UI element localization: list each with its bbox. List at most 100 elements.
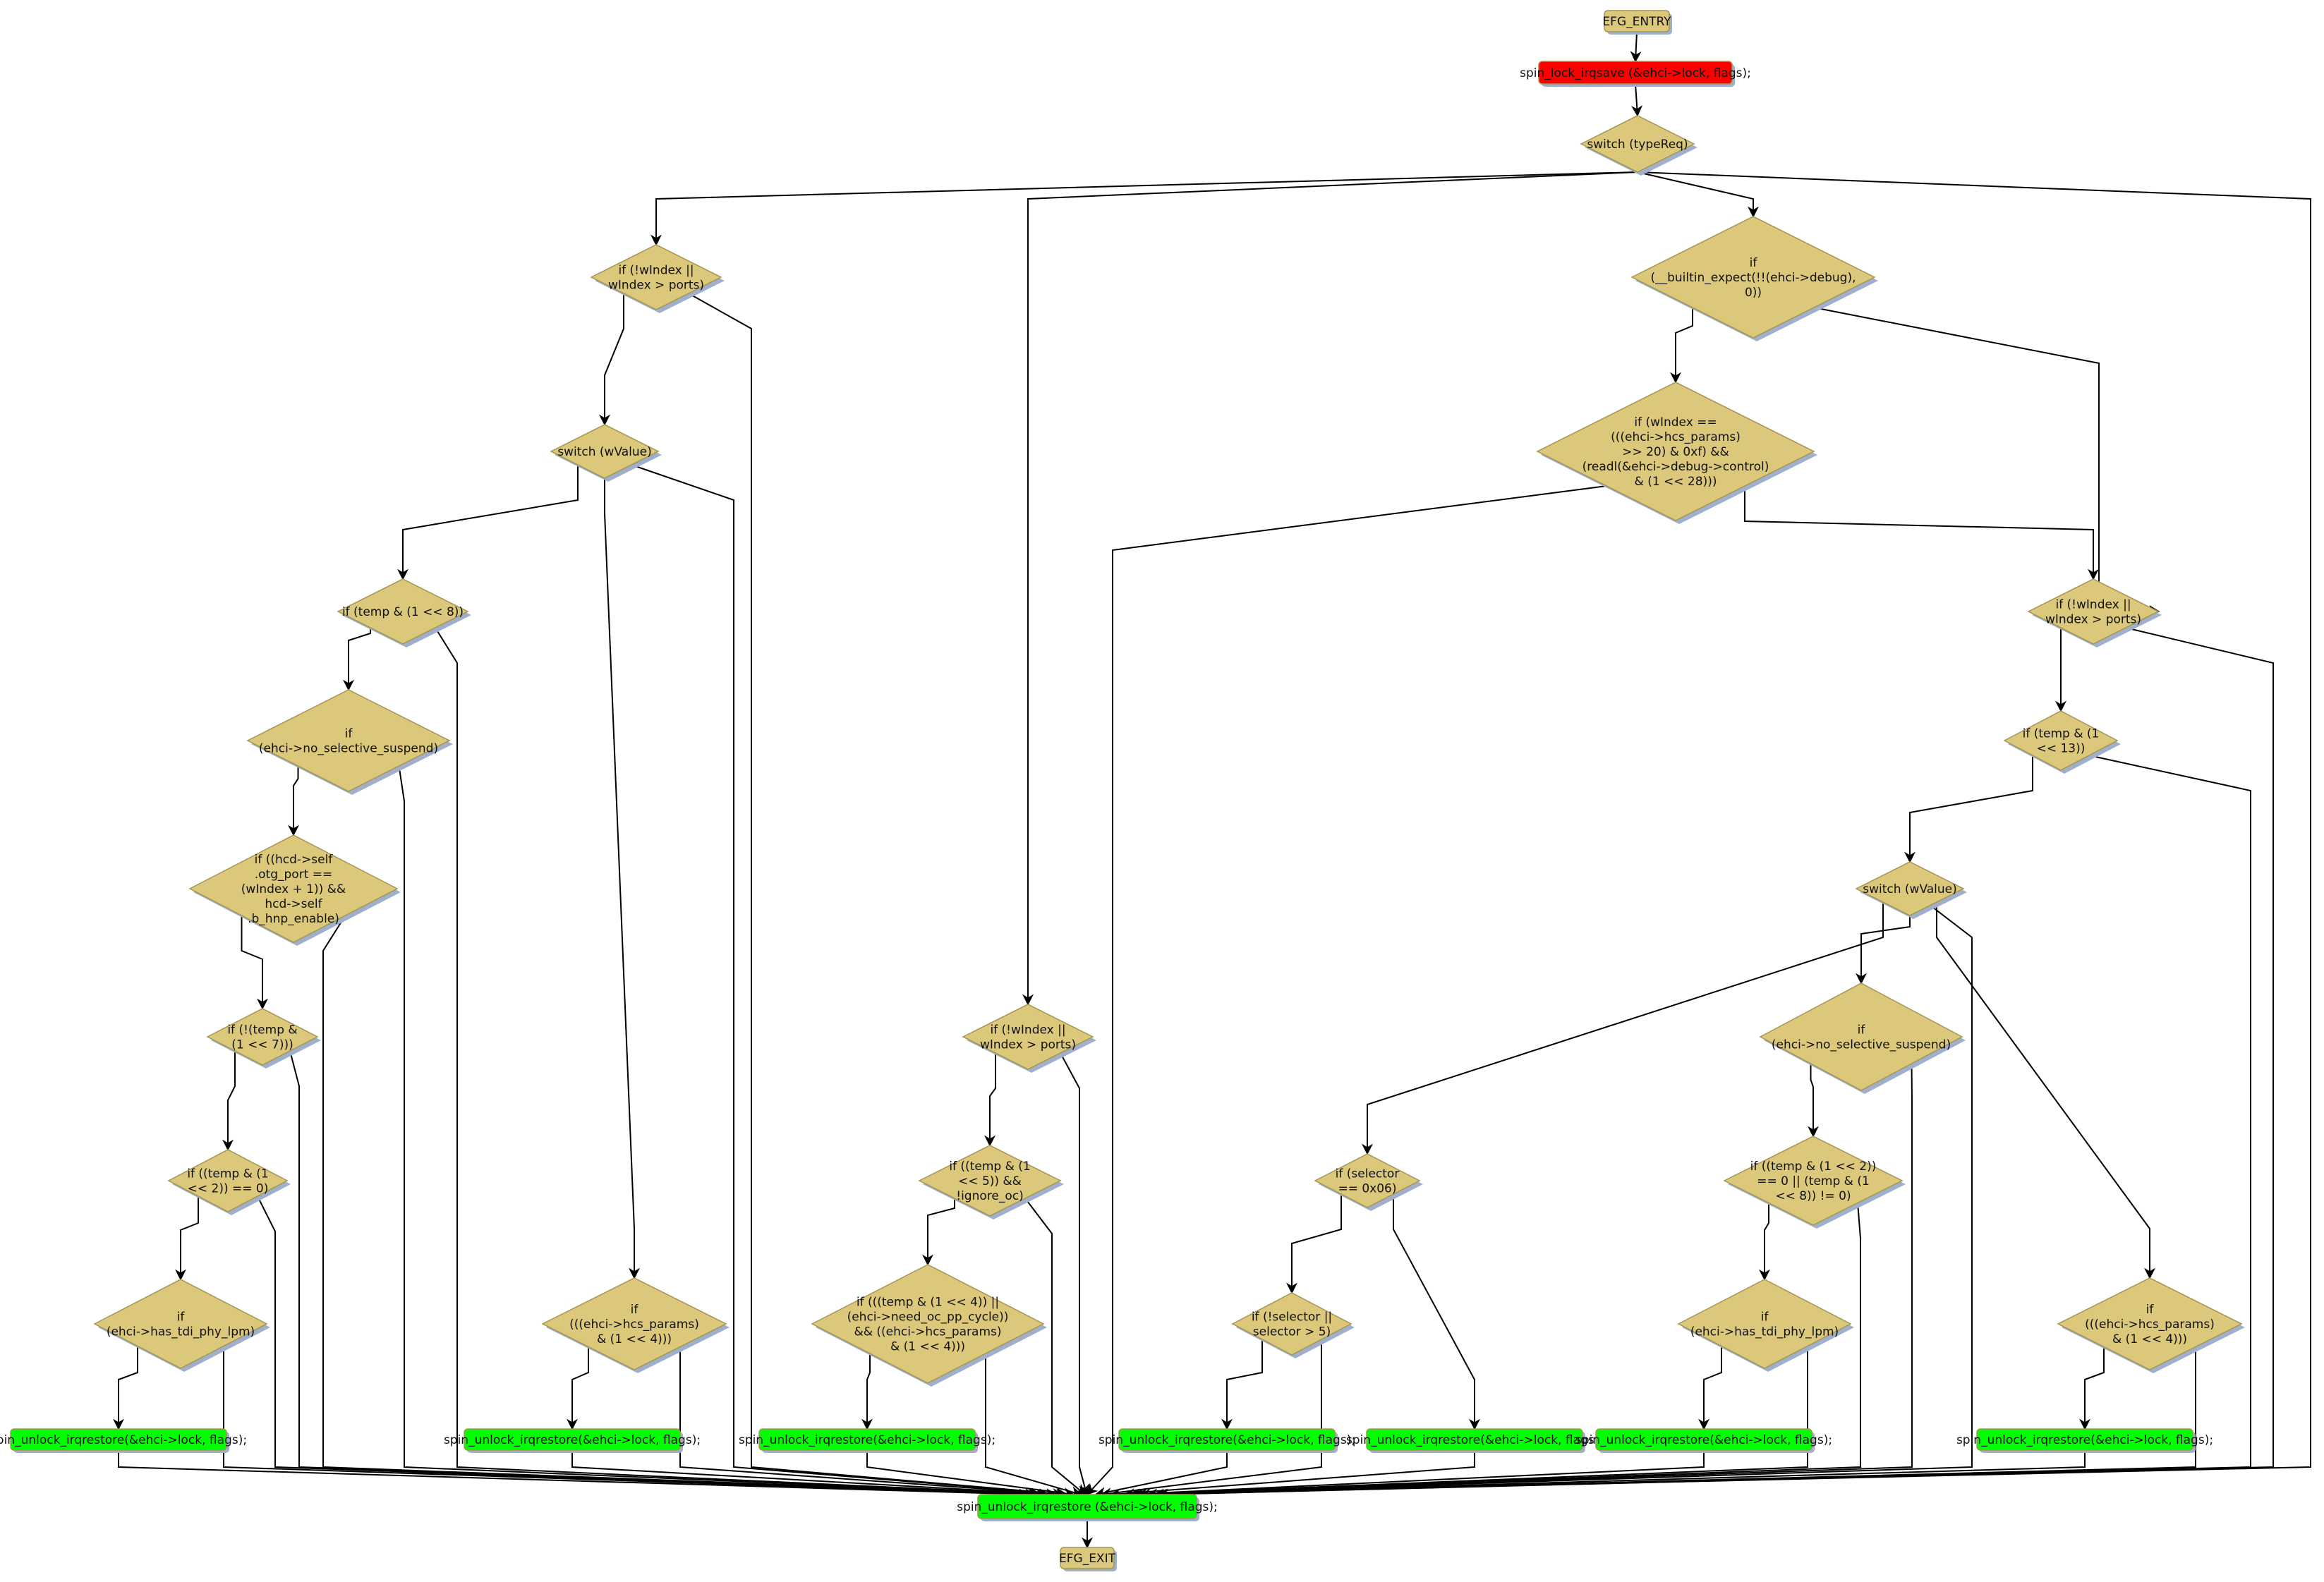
node-label-line: if (!wIndex || <box>618 264 694 278</box>
diamond-shape <box>550 424 660 479</box>
node-label-line: if <box>1858 1023 1866 1038</box>
node-label-line: if (!wIndex || <box>990 1023 1065 1038</box>
edge-d_windex_eq-to-d_wind_r <box>1744 486 2099 580</box>
decision-node-d_sel06[interactable]: if (selector== 0x06) <box>1314 1153 1423 1211</box>
node-label: spin_unlock_irqrestore(&ehci->lock, flag… <box>444 1433 701 1447</box>
statement-node-u5[interactable]: spin_unlock_irqrestore(&ehci->lock, flag… <box>1346 1428 1603 1453</box>
edge-d1-to-sw_wvalue1 <box>599 293 624 426</box>
diamond-shape <box>2027 578 2160 645</box>
edge-d_hcd-to-d_temp7 <box>241 915 268 1010</box>
node-label-line: switch (typeReq) <box>1587 138 1688 152</box>
diamond-shape <box>1759 982 1963 1091</box>
decision-node-d_hcs1[interactable]: if(((ehci->hcs_params)& (1 << 4))) <box>541 1277 730 1373</box>
statement-node-u4[interactable]: spin_unlock_irqrestore(&ehci->lock, flag… <box>1099 1428 1355 1453</box>
edge-d_tdi2-to-final <box>1129 1346 1808 1500</box>
node-label-line: if (temp & (1 << 8)) <box>342 605 464 619</box>
decision-node-d_windex_eq[interactable]: if (wIndex ==(((ehci->hcs_params)>> 20) … <box>1536 382 1817 524</box>
node-label-line: << 13)) <box>2037 742 2086 756</box>
decision-node-d_nosel1[interactable]: if(ehci->no_selective_suspend) <box>246 689 453 795</box>
decision-node-d_temp8[interactable]: if (temp & (1 << 8)) <box>337 578 471 647</box>
decision-node-d_temp5[interactable]: if ((temp & (1<< 5)) &&!ignore_oc) <box>918 1145 1064 1219</box>
decision-node-d_temp2[interactable]: if ((temp & (1<< 2)) == 0) <box>167 1149 291 1215</box>
statement-node-u6[interactable]: spin_unlock_irqrestore(&ehci->lock, flag… <box>1575 1428 1832 1453</box>
edge-lock-to-sw_type <box>1631 83 1643 117</box>
box-shape <box>1976 1428 2193 1451</box>
edge-d_temp2-to-d_tdi1 <box>175 1196 199 1281</box>
statement-node-u7[interactable]: spin_unlock_irqrestore(&ehci->lock, flag… <box>1956 1428 2213 1453</box>
decision-node-d_hcd[interactable]: if ((hcd->self.otg_port ==(wIndex + 1)) … <box>188 834 401 946</box>
node-label: spin_unlock_irqrestore(&ehci->lock, flag… <box>1575 1433 1832 1447</box>
node-label-line: (((ehci->hcs_params) <box>569 1318 699 1332</box>
box-shape <box>1595 1428 1812 1451</box>
decision-node-sw_wvalue1[interactable]: switch (wValue) <box>550 424 662 482</box>
diamond-shape <box>206 1008 319 1066</box>
node-label-line: (__builtin_expect(!!(ehci->debug), <box>1650 271 1856 285</box>
decision-node-d_temp7[interactable]: if (!(temp &(1 << 7))) <box>206 1008 321 1069</box>
edge-d_wind_r-to-final <box>1157 627 2274 1500</box>
node-label: if(ehci->has_tdi_phy_lpm) <box>1690 1310 1839 1339</box>
decision-node-d_tdi1[interactable]: if(ehci->has_tdi_phy_lpm) <box>93 1279 270 1372</box>
decision-node-d_builtin[interactable]: if(__builtin_expect(!!(ehci->debug),0)) <box>1630 216 1878 341</box>
edge-sw_type-to-d_wind_m <box>1022 171 1638 1006</box>
decision-node-sw_type[interactable]: switch (typeReq) <box>1580 115 1697 176</box>
node-label: switch (wValue) <box>1863 882 1957 896</box>
edge-u3-to-final <box>866 1450 1075 1499</box>
edge-d_nosel2-to-final <box>1135 1063 1913 1500</box>
node-label: if (!wIndex ||wIndex > ports) <box>980 1023 1076 1052</box>
node-label-line: spin_unlock_irqrestore(&ehci->lock, flag… <box>444 1433 701 1447</box>
statement-node-exit[interactable]: EFG_EXIT <box>1059 1547 1117 1571</box>
node-label-line: switch (wValue) <box>557 445 652 459</box>
node-label-line: if (temp & (1 <box>2023 727 2100 741</box>
decision-node-d_nosel2[interactable]: if(ehci->no_selective_suspend) <box>1759 982 1966 1094</box>
edge-d_windex_eq-to-final <box>1086 485 1607 1496</box>
node-label: if ((temp & (1<< 2)) == 0) <box>187 1167 268 1196</box>
diamond-shape <box>541 1277 727 1370</box>
node-label-line: wIndex > ports) <box>980 1038 1076 1052</box>
decision-node-sw_wvalue2[interactable]: switch (wValue) <box>1855 861 1967 919</box>
node-label: spin_unlock_irqrestore(&ehci->lock, flag… <box>1346 1433 1603 1447</box>
statement-node-lock[interactable]: spin_lock_irqsave (&ehci->lock, flags); <box>1520 61 1751 87</box>
edge-d_wind_m-to-final <box>1060 1052 1090 1496</box>
decision-node-d1[interactable]: if (!wIndex ||wIndex > ports) <box>590 244 725 313</box>
statement-node-u1[interactable]: spin_unlock_irqrestore(&ehci->lock, flag… <box>0 1428 247 1453</box>
decision-node-d_oc[interactable]: if (((temp & (1 << 4)) ||(ehci->need_oc_… <box>811 1264 1047 1387</box>
node-label: if(((ehci->hcs_params)& (1 << 4))) <box>569 1303 699 1346</box>
box-shape <box>758 1428 976 1451</box>
edge-d_nosel2-to-d_temp28 <box>1808 1064 1819 1138</box>
node-label-line: (1 << 7))) <box>231 1038 293 1052</box>
node-label: if (temp & (1<< 13)) <box>2023 727 2100 756</box>
diamond-shape <box>962 1004 1094 1070</box>
node-label-line: if <box>2146 1303 2155 1317</box>
statement-node-final[interactable]: spin_unlock_irqrestore (&ehci->lock, fla… <box>957 1494 1218 1521</box>
box-shape <box>1060 1547 1115 1569</box>
edge-d_temp5-to-final <box>1024 1198 1087 1496</box>
node-label-line: (ehci->need_oc_pp_cycle)) <box>847 1310 1009 1325</box>
node-label: if ((hcd->self.otg_port ==(wIndex + 1)) … <box>241 853 346 926</box>
statement-node-u2[interactable]: spin_unlock_irqrestore(&ehci->lock, flag… <box>444 1428 701 1453</box>
edge-sw_wvalue2-to-d_sel06 <box>1362 902 1884 1155</box>
node-label-line: if ((hcd->self <box>255 853 334 867</box>
node-label-line: hcd->self <box>265 897 322 911</box>
decision-node-d_wind_m[interactable]: if (!wIndex ||wIndex > ports) <box>962 1004 1096 1073</box>
box-shape <box>464 1428 681 1451</box>
nodes: EFG_ENTRY spin_lock_irqsave (&ehci->lock,… <box>0 10 2245 1571</box>
decision-node-d_temp28[interactable]: if ((temp & (1 << 2))== 0 || (temp & (1<… <box>1723 1136 1906 1229</box>
diamond-shape <box>2057 1277 2243 1370</box>
statement-node-entry[interactable]: EFG_ENTRY <box>1602 10 1672 35</box>
decision-node-d_sel5[interactable]: if (!selector ||selector > 5) <box>1231 1292 1355 1358</box>
node-label-line: spin_unlock_irqrestore(&ehci->lock, flag… <box>739 1433 995 1447</box>
decision-node-d_wind_r[interactable]: if (!wIndex ||wIndex > ports) <box>2027 578 2162 647</box>
node-label-line: if <box>345 727 353 741</box>
decision-node-d_hcs2[interactable]: if(((ehci->hcs_params)& (1 << 4))) <box>2057 1277 2245 1373</box>
decision-node-d_tdi2[interactable]: if(ehci->has_tdi_phy_lpm) <box>1677 1279 1854 1372</box>
edge-u7-to-final <box>1146 1450 2086 1500</box>
node-label-line: EFG_EXIT <box>1059 1552 1116 1566</box>
diamond-shape <box>1314 1153 1421 1208</box>
node-label-line: && ((ehci->hcs_params) <box>854 1325 1001 1339</box>
decision-node-d_temp13[interactable]: if (temp & (1<< 13)) <box>2003 710 2121 774</box>
node-label-line: !ignore_oc) <box>956 1189 1023 1203</box>
node-label: spin_lock_irqsave (&ehci->lock, flags); <box>1520 66 1751 80</box>
statement-node-u3[interactable]: spin_unlock_irqrestore(&ehci->lock, flag… <box>739 1428 995 1453</box>
edge-d_temp2-to-final <box>257 1195 1040 1500</box>
